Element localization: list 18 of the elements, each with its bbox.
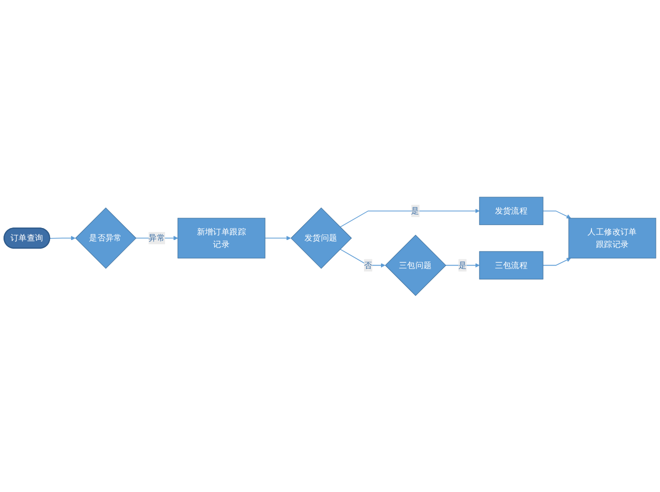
arrow bbox=[542, 210, 571, 218]
node-diamond: 是否异常 bbox=[75, 207, 136, 268]
edge-label: 是 bbox=[411, 205, 420, 216]
node-diamond: 三包问题 bbox=[384, 234, 446, 296]
arrow bbox=[340, 208, 480, 228]
edge-label: 是 bbox=[458, 260, 467, 270]
arrow bbox=[264, 236, 291, 240]
node-box: 人工修改订单跟踪记录 bbox=[568, 218, 656, 258]
edge-label: 否 bbox=[364, 260, 372, 270]
arrow bbox=[50, 236, 76, 240]
arrow bbox=[445, 262, 480, 268]
arrow bbox=[340, 248, 386, 268]
node-box: 发货流程 bbox=[479, 196, 544, 225]
node-box: 新增订单跟踪记录 bbox=[178, 218, 266, 258]
node-diamond: 发货问题 bbox=[290, 207, 352, 268]
arrow bbox=[542, 258, 571, 266]
node-box: 三包流程 bbox=[479, 250, 544, 280]
edge-label: 异常 bbox=[148, 232, 166, 242]
